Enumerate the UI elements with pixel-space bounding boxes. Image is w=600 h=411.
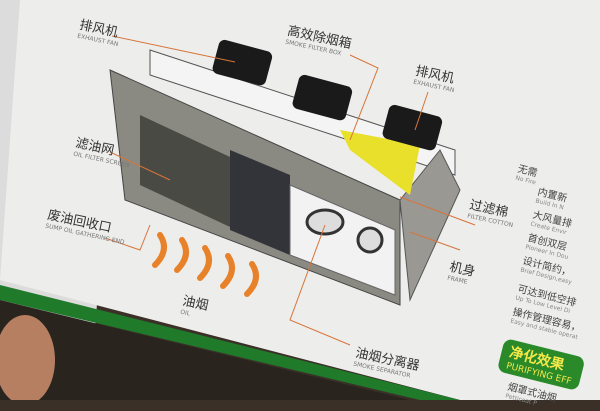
separator-ring	[356, 226, 384, 254]
oil-smoke-waves	[152, 232, 259, 297]
fan-right	[382, 104, 443, 151]
leader-lines	[104, 35, 476, 346]
filter-cotton	[340, 130, 420, 195]
finger	[0, 315, 55, 400]
fan-left	[212, 39, 273, 86]
green-band	[0, 285, 460, 400]
diagram-artwork	[0, 0, 600, 400]
background-table	[0, 300, 410, 400]
frame-side	[399, 149, 461, 302]
filter-panel	[230, 150, 290, 255]
fan-middle	[292, 74, 353, 121]
separator-ring	[305, 208, 345, 236]
